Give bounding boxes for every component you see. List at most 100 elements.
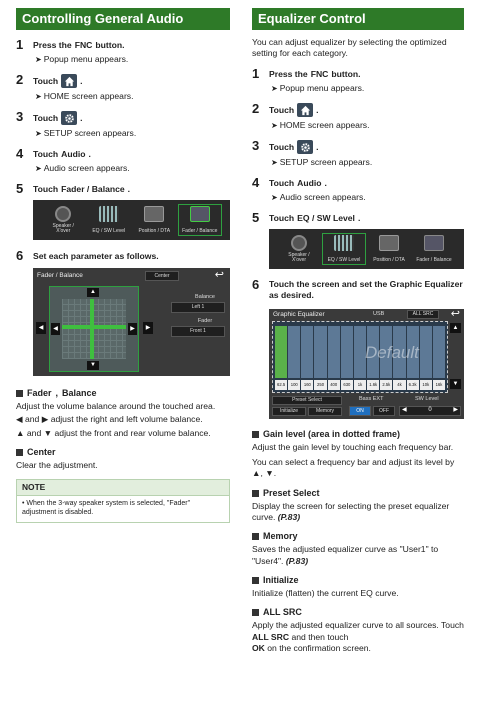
initialize-para: Initialize (flatten) the current EQ curv…	[252, 588, 399, 599]
sw-level-increase-button[interactable]: ▶	[453, 407, 458, 414]
step-4: 4 Touch Audio. ➤Audio screen appears.	[252, 175, 464, 203]
bass-ext-on-button[interactable]: ON	[349, 405, 371, 416]
gain-level-heading: Gain level (area in dotted frame)	[252, 429, 464, 440]
step-text: Touch	[269, 177, 295, 188]
step-text: Touch	[269, 104, 295, 115]
initialize-button[interactable]: Initialize	[272, 406, 306, 416]
note-box: NOTE • When the 3-way speaker system is …	[16, 479, 230, 523]
up-arrow-button[interactable]: ▲	[87, 288, 99, 297]
scroll-down-button[interactable]: ▼	[450, 378, 461, 389]
gear-icon[interactable]	[297, 140, 314, 155]
balance-grid[interactable]: ▲ ▼ ◀ ▶	[49, 286, 139, 372]
step-4: 4 Touch Audio. ➤Audio screen appears.	[16, 146, 230, 174]
eq-band-bar[interactable]	[367, 325, 380, 378]
bass-ext-off-button[interactable]: OFF	[373, 405, 395, 416]
eq-band-label: 630	[340, 379, 353, 390]
step-text: button.	[331, 68, 361, 79]
memory-button[interactable]: Memory	[308, 406, 342, 416]
eq-band-label: 400	[327, 379, 340, 390]
eq-band-bar[interactable]	[314, 325, 327, 378]
step-text: Touch	[33, 75, 59, 86]
step-text: Touch the screen and set the Graphic Equ…	[269, 279, 463, 301]
sw-level-decrease-button[interactable]: ◀	[402, 407, 407, 414]
menu-eq-sw-level[interactable]: EQ / SW Level	[87, 204, 132, 236]
gain-para-2: You can select a frequency bar and adjus…	[252, 457, 455, 479]
step-result: ➤Popup menu appears.	[271, 83, 365, 94]
eq-band-label: 100	[288, 379, 301, 390]
menu-speaker-xover[interactable]: Speaker /X'over	[41, 204, 86, 236]
preset-para: Display the screen for selecting the pre…	[252, 500, 450, 522]
eq-band-bar[interactable]	[393, 325, 406, 378]
menu-fader-balance[interactable]: Fader / Balance	[177, 204, 222, 236]
sw-level-value: 0	[428, 407, 432, 414]
center-button[interactable]: Center	[145, 271, 179, 281]
eq-band-bar[interactable]	[432, 325, 446, 378]
step-number: 6	[16, 248, 24, 263]
gear-icon[interactable]	[61, 111, 78, 125]
menu-speaker-xover[interactable]: Speaker /X'over	[277, 233, 321, 265]
step-3: 3 Touch . ➤SETUP screen appears.	[16, 109, 230, 139]
left-column: Controlling General Audio 1 Press the FN…	[16, 8, 230, 523]
eq-band-bar[interactable]	[419, 325, 432, 378]
down-arrow-button[interactable]: ▼	[87, 361, 99, 370]
menu-position-dta[interactable]: Position / DTA	[367, 233, 411, 265]
step-number: 4	[252, 175, 260, 191]
eq-band-bar[interactable]	[288, 325, 301, 378]
page-reference-link[interactable]: (P.83)	[285, 555, 309, 566]
back-arrow-icon[interactable]: ↩	[450, 307, 460, 320]
step-text: button.	[95, 39, 125, 50]
side-left-arrow[interactable]: ◀	[36, 322, 46, 334]
gain-para-1: Adjust the gain level by touching each f…	[252, 442, 454, 453]
eq-band-bar[interactable]	[340, 325, 353, 378]
left-arrow-button[interactable]: ◀	[51, 323, 60, 335]
page-reference-link[interactable]: (P.83)	[277, 512, 301, 522]
back-arrow-icon[interactable]: ↩	[214, 269, 224, 281]
preset-select-button[interactable]: Preset Select	[272, 395, 342, 405]
eq-band-bar[interactable]	[406, 325, 419, 378]
eq-sw-level-key: EQ / SW Level	[297, 212, 355, 223]
step-result: ➤SETUP screen appears.	[35, 128, 137, 138]
fnc-key: FNC	[310, 68, 329, 79]
balance-value: Left 1	[171, 302, 225, 313]
step-number: 5	[252, 210, 260, 226]
menu-position-dta[interactable]: Position / DTA	[132, 204, 177, 236]
step-1: 1 Press the FNC button. ➤Popup menu appe…	[252, 66, 464, 94]
right-arrow-button[interactable]: ▶	[128, 323, 137, 335]
fader-para-1: Adjust the volume balance around the tou…	[16, 401, 216, 412]
step-5: 5 Touch Fader / Balance.	[16, 181, 131, 196]
menu-fader-balance[interactable]: Fader / Balance	[412, 233, 456, 265]
step-5: 5 Touch EQ / SW Level.	[252, 210, 361, 226]
home-icon[interactable]	[297, 103, 314, 118]
step-text: Touch	[33, 112, 59, 123]
memory-para: Saves the adjusted equalizer curve as "U…	[252, 544, 439, 566]
intro-text: You can adjust equalizer by selecting th…	[252, 37, 447, 59]
step-result: ➤Audio screen appears.	[271, 192, 366, 203]
eq-band-bar[interactable]	[380, 325, 393, 378]
step-2: 2 Touch . ➤HOME screen appears.	[16, 72, 230, 102]
preset-select-heading: Preset Select	[252, 488, 464, 499]
side-right-arrow[interactable]: ▶	[143, 322, 153, 334]
audio-menu-bar: Speaker /X'over EQ / SW Level Position /…	[33, 200, 230, 240]
home-icon[interactable]	[61, 74, 78, 88]
step-text: Touch	[269, 212, 295, 223]
eq-band-bar[interactable]	[301, 325, 314, 378]
step-result: ➤Audio screen appears.	[35, 163, 130, 173]
eq-band-bar[interactable]	[353, 325, 367, 378]
step-number: 4	[16, 146, 24, 161]
eq-band-label: 4k	[393, 379, 406, 390]
step-number: 6	[252, 277, 260, 293]
menu-eq-sw-level[interactable]: EQ / SW Level	[322, 233, 366, 266]
equalizer-icon	[334, 235, 354, 252]
eq-band-bar[interactable]	[327, 325, 340, 378]
center-heading: Center	[16, 447, 230, 458]
scroll-up-button[interactable]: ▲	[450, 322, 461, 333]
all-src-button[interactable]: ALL SRC	[407, 309, 439, 319]
eq-band-bar[interactable]	[275, 325, 288, 378]
eq-band-label: 1.6k	[367, 379, 380, 390]
step-text: Press the	[33, 39, 72, 50]
speaker-icon	[291, 235, 307, 252]
equalizer-icon	[98, 206, 119, 222]
step-number: 3	[16, 109, 24, 124]
audio-key: Audio	[61, 148, 86, 159]
